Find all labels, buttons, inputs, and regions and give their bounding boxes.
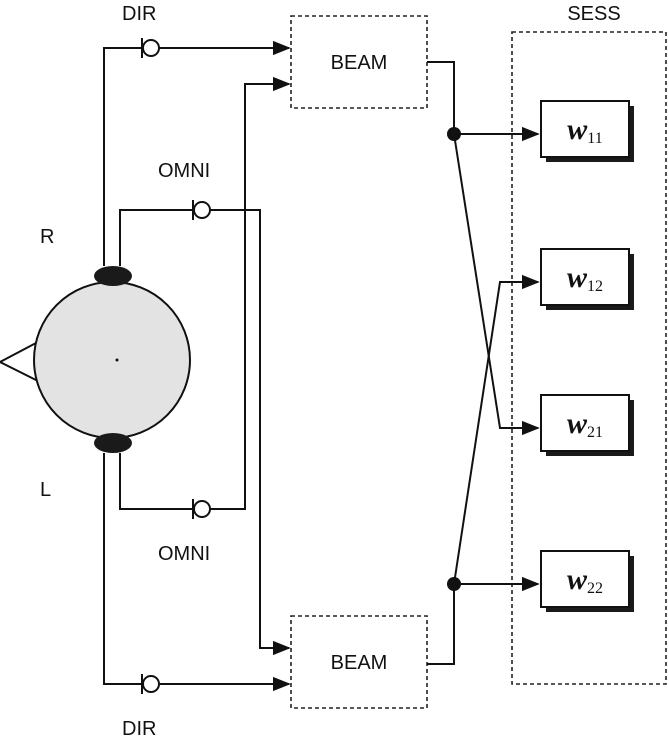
weight-w22: w22 xyxy=(540,550,634,612)
beam-top-label: BEAM xyxy=(331,52,388,74)
beam-output-wiring xyxy=(427,61,540,665)
head xyxy=(0,266,191,453)
w12-subscript: 12 xyxy=(587,278,603,295)
dir-bottom-mic-circle xyxy=(142,675,160,693)
weight-w12: w12 xyxy=(540,248,634,310)
dir-top-label: DIR xyxy=(122,3,156,25)
dir-bottom-label: DIR xyxy=(122,718,156,738)
w21-subscript: 21 xyxy=(587,424,603,441)
w11-symbol: w xyxy=(567,113,588,146)
w12-symbol: w xyxy=(567,261,588,294)
left-ear-mic-icon xyxy=(94,433,132,453)
omni-bottom-path xyxy=(119,76,291,519)
weight-w21: w21 xyxy=(540,394,634,456)
omni-top-path xyxy=(119,200,291,656)
sess-label: SESS xyxy=(567,3,620,25)
weight-w11: w11 xyxy=(540,100,634,162)
omni-top-mic-circle xyxy=(193,201,211,219)
dir-bottom-path xyxy=(103,453,291,694)
svg-text:w11: w11 xyxy=(567,113,602,147)
omni-bottom-mic-circle xyxy=(193,500,211,518)
svg-text:w21: w21 xyxy=(567,407,603,441)
omni-bottom-label: OMNI xyxy=(158,543,210,565)
beam-bottom-block: BEAM xyxy=(290,615,428,709)
head-circle xyxy=(33,281,191,439)
nose-icon xyxy=(0,341,40,383)
w22-symbol: w xyxy=(567,563,588,596)
junction-top-dot xyxy=(447,127,461,141)
omni-top-label: OMNI xyxy=(158,160,210,182)
dir-top-mic-circle xyxy=(142,39,160,57)
junction-bottom-dot xyxy=(447,577,461,591)
head-center-dot xyxy=(115,358,119,362)
right-ear-mic-icon xyxy=(94,266,132,286)
w11-subscript: 11 xyxy=(587,130,602,147)
w21-symbol: w xyxy=(567,407,588,440)
left-label: L xyxy=(40,479,51,501)
svg-text:w22: w22 xyxy=(567,563,603,597)
svg-text:w12: w12 xyxy=(567,261,603,295)
beam-top-block: BEAM xyxy=(290,15,428,109)
w22-subscript: 22 xyxy=(587,580,603,597)
dir-top-path xyxy=(103,38,291,266)
right-label: R xyxy=(40,226,54,248)
beam-bottom-label: BEAM xyxy=(331,652,388,674)
